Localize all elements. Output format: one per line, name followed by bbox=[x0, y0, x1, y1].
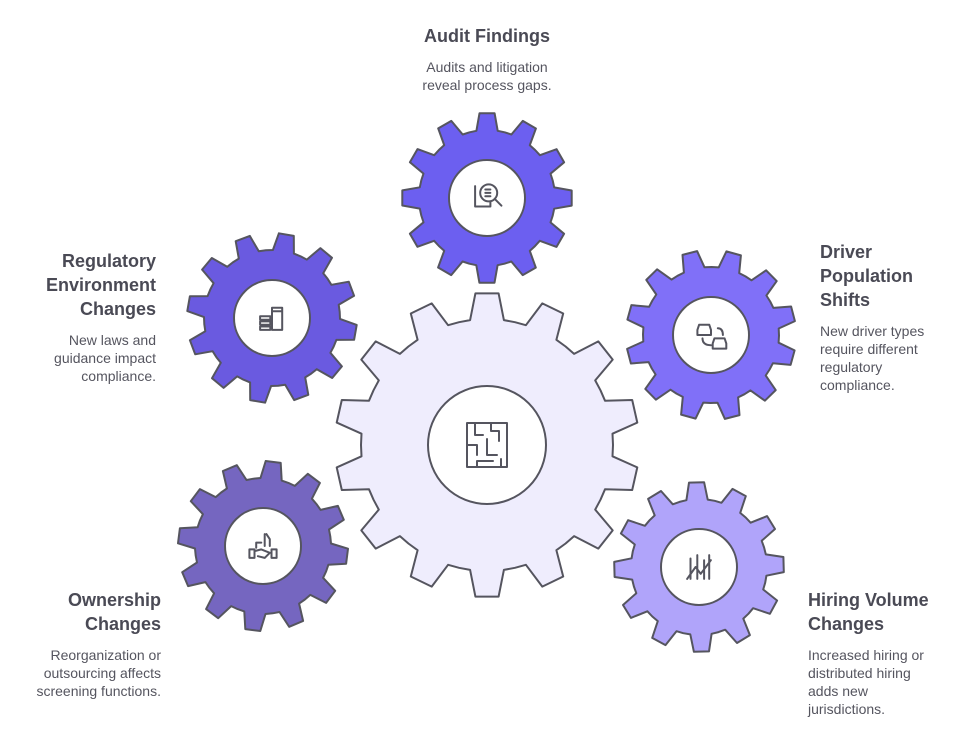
regulatory-desc: New laws and guidance impact compliance. bbox=[54, 332, 156, 384]
driver-desc: New driver types require different regul… bbox=[820, 323, 925, 393]
chart-trend-icon bbox=[686, 554, 712, 580]
audit-desc: Audits and litigation reveal process gap… bbox=[422, 59, 552, 93]
driver-title: Driver Population Shifts bbox=[820, 242, 913, 310]
document-search-icon bbox=[474, 183, 503, 208]
audit-title: Audit Findings bbox=[424, 26, 550, 46]
stacked-coins-icon bbox=[259, 306, 284, 331]
audit-label: Audit Findings Audits and litigation rev… bbox=[380, 24, 594, 94]
maze-icon bbox=[466, 422, 508, 468]
hiring-desc: Increased hiring or distributed hiring a… bbox=[808, 647, 924, 717]
hiring-gear bbox=[613, 481, 785, 653]
hiring-title: Hiring Volume Changes bbox=[808, 590, 929, 634]
audit-gear-hub bbox=[448, 159, 526, 237]
driver-gear bbox=[626, 250, 796, 420]
cars-exchange-icon bbox=[696, 323, 728, 350]
center-gear bbox=[335, 292, 639, 598]
regulatory-title: Regulatory Environment Changes bbox=[45, 251, 156, 319]
ownership-gear-hub bbox=[224, 507, 302, 585]
hiring-label: Hiring Volume Changes Increased hiring o… bbox=[808, 588, 948, 718]
ownership-gear bbox=[177, 460, 349, 632]
ownership-desc: Reorganization or outsourcing affects sc… bbox=[36, 647, 161, 699]
audit-gear bbox=[401, 112, 573, 284]
regulatory-gear bbox=[186, 232, 358, 404]
ownership-label: Ownership Changes Reorganization or outs… bbox=[20, 588, 161, 700]
hiring-gear-hub bbox=[660, 528, 738, 606]
handshake-icon bbox=[248, 533, 278, 559]
ownership-title: Ownership Changes bbox=[67, 590, 161, 634]
driver-label: Driver Population Shifts New driver type… bbox=[820, 240, 940, 394]
regulatory-label: Regulatory Environment Changes New laws … bbox=[20, 249, 156, 385]
